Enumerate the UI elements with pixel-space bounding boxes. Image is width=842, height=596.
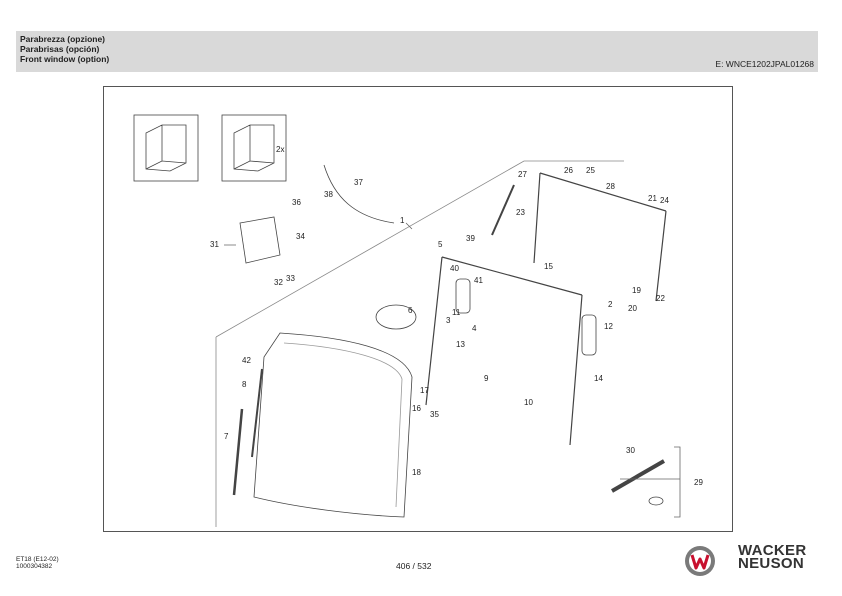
callout-19: 19 (632, 286, 641, 295)
callout-9: 9 (484, 374, 489, 383)
callout-7: 7 (224, 432, 229, 441)
callout-41: 41 (474, 276, 483, 285)
callout-37: 37 (354, 178, 363, 187)
inset-cabin-double (221, 114, 287, 182)
callout-14: 14 (594, 374, 603, 383)
part-number: 1000304382 (16, 563, 53, 570)
callout-40: 40 (450, 264, 459, 273)
title-spanish: Parabrisas (opción) (20, 44, 100, 54)
callout-32: 32 (274, 278, 283, 287)
callout-39: 39 (466, 234, 475, 243)
title-english: Front window (option) (20, 54, 110, 64)
windshield-glass (253, 332, 413, 518)
title-italian: Parabrezza (opzione) (20, 34, 106, 44)
callout-3: 3 (446, 316, 451, 325)
callout-20: 20 (628, 304, 637, 313)
wiper-motor (375, 304, 417, 330)
callout-29: 29 (694, 478, 703, 487)
callout-24: 24 (660, 196, 669, 205)
callout-12: 12 (604, 322, 613, 331)
callout-28: 28 (606, 182, 615, 191)
callout-42: 42 (242, 356, 251, 365)
callout-34: 34 (296, 232, 305, 241)
callout-16: 16 (412, 404, 421, 413)
callout-13: 13 (456, 340, 465, 349)
callout-23: 23 (516, 208, 525, 217)
callout-26: 26 (564, 166, 573, 175)
page-number: 406 / 532 (396, 561, 432, 571)
inset-label-2x: 2x (276, 145, 284, 154)
footer-model-info: ET18 (E12-02) 1000304382 (16, 556, 59, 570)
callout-25: 25 (586, 166, 595, 175)
callout-36: 36 (292, 198, 301, 207)
document-code: E: WNCE1202JPAL01268 (715, 59, 814, 69)
callout-2: 2 (608, 300, 613, 309)
diagram-drawing: 2x 1 2 3 4 5 6 7 8 9 10 11 12 13 14 15 1… (133, 114, 703, 527)
cabin-sketch-2 (233, 124, 275, 172)
callout-8: 8 (242, 380, 247, 389)
callout-1: 1 (400, 216, 405, 225)
title-block: Parabrezza (opzione) Parabrisas (opción)… (20, 34, 109, 64)
callout-27: 27 (518, 170, 527, 179)
callout-5: 5 (438, 240, 443, 249)
callout-6: 6 (408, 306, 413, 315)
brand-line-2: NEUSON (738, 555, 804, 572)
callout-21: 21 (648, 194, 657, 203)
washer-tank (239, 216, 281, 264)
wacker-neuson-logo (685, 546, 715, 576)
page-header: Parabrezza (opzione) Parabrisas (opción)… (16, 31, 818, 72)
callout-38: 38 (324, 190, 333, 199)
brand-line-1: WACKER (738, 542, 807, 559)
callout-11: 11 (452, 308, 461, 317)
brand-wordmark: WACKER NEUSON (738, 542, 807, 572)
callout-35: 35 (430, 410, 439, 419)
callout-4: 4 (472, 324, 477, 333)
cabin-sketch-1 (145, 124, 187, 172)
callout-33: 33 (286, 274, 295, 283)
callout-22: 22 (656, 294, 665, 303)
model-code: ET18 (E12-02) (16, 556, 59, 563)
callout-30: 30 (626, 446, 635, 455)
callout-10: 10 (524, 398, 533, 407)
callout-18: 18 (412, 468, 421, 477)
inset-cabin-single (133, 114, 199, 182)
callout-31: 31 (210, 240, 219, 249)
exploded-parts-diagram: 2x 1 2 3 4 5 6 7 8 9 10 11 12 13 14 15 1… (103, 86, 733, 532)
callout-17: 17 (420, 386, 429, 395)
callout-15: 15 (544, 262, 553, 271)
